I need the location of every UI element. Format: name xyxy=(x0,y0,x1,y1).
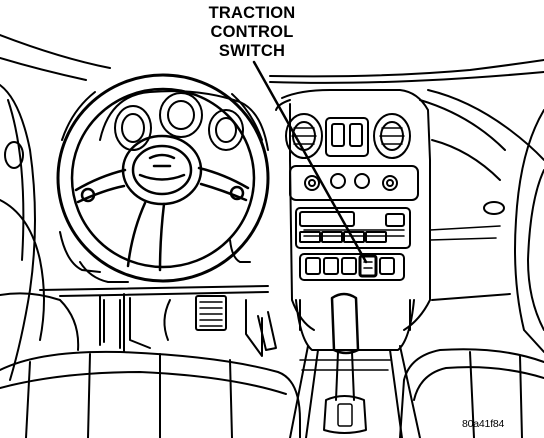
climate-knob-icon xyxy=(304,175,320,191)
callout-line-2: CONTROL xyxy=(210,23,294,41)
speedometer-gauge xyxy=(159,92,203,138)
callout-line-3: SWITCH xyxy=(218,42,286,60)
center-console xyxy=(289,292,421,438)
driver-seat xyxy=(0,350,301,438)
climate-control-panel xyxy=(289,165,419,201)
passenger-seat xyxy=(399,348,544,438)
upper-dash-outline xyxy=(0,34,544,161)
instrument-cluster xyxy=(99,90,269,151)
center-stack xyxy=(275,89,431,331)
front-seats xyxy=(0,348,544,438)
left-vent-icon xyxy=(4,141,24,169)
pedals xyxy=(163,295,277,357)
right-dash xyxy=(431,139,511,301)
callout-line-1: TRACTION xyxy=(208,4,296,22)
left-door-panel xyxy=(0,84,80,381)
gear-shift-knob xyxy=(330,292,360,355)
switch-bank xyxy=(299,253,405,281)
tachometer-gauge xyxy=(114,105,152,151)
lower-left-dash xyxy=(39,231,269,353)
callout-leader-line xyxy=(252,60,368,264)
right-door-panel xyxy=(429,109,544,353)
radio-unit xyxy=(295,207,411,249)
figure-id-label: 80a41f84 xyxy=(462,418,505,430)
right-vent-icon xyxy=(483,201,505,215)
traction-control-switch-callout: TRACTION CONTROL SWITCH xyxy=(196,4,308,61)
hazard-switch-housing xyxy=(325,117,369,157)
traction-control-switch xyxy=(358,254,378,278)
steering-wheel xyxy=(56,73,270,283)
brake-pedal xyxy=(195,295,227,331)
fuel-gauge xyxy=(208,109,244,151)
